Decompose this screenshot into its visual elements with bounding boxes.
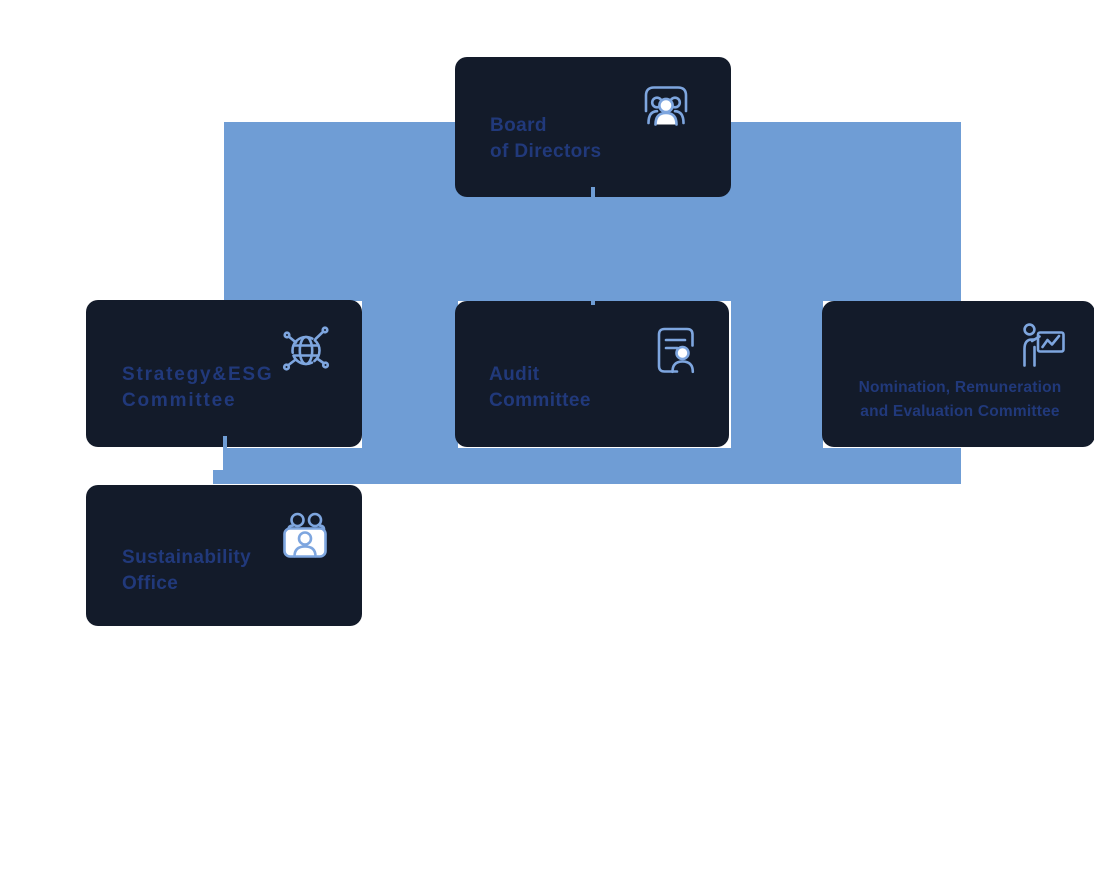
connector-column-right bbox=[731, 300, 823, 449]
card-title-audit: Audit Committee bbox=[489, 362, 591, 414]
id-document-icon bbox=[654, 326, 698, 374]
card-title-sustainability: Sustainability Office bbox=[122, 545, 251, 597]
connector-bottom-bar bbox=[223, 448, 961, 484]
audience-icon bbox=[642, 83, 690, 127]
connector-stub-strategy-bottom bbox=[223, 436, 227, 450]
card-title-line2: and Evaluation Committee bbox=[860, 403, 1060, 420]
card-title-line2: of Directors bbox=[490, 141, 602, 162]
connector-stub-board-bottom bbox=[591, 187, 595, 204]
card-nomination-committee: Nomination, Remuneration and Evaluation … bbox=[822, 301, 1094, 447]
connector-bar-step bbox=[213, 470, 225, 484]
card-title-board: Board of Directors bbox=[490, 113, 601, 165]
card-title-line1: Nomination, Remuneration bbox=[858, 379, 1062, 396]
card-title-line1: Strategy&ESG bbox=[122, 364, 274, 385]
card-title-line1: Audit bbox=[489, 364, 540, 385]
card-title-line1: Board bbox=[490, 115, 547, 136]
connector-column-left bbox=[362, 300, 458, 449]
globe-network-icon bbox=[279, 322, 333, 376]
card-title-nomination: Nomination, Remuneration and Evaluation … bbox=[829, 376, 1091, 424]
card-title-line1: Sustainability bbox=[122, 547, 252, 568]
card-title-line2: Committee bbox=[122, 390, 237, 411]
card-title-line2: Office bbox=[122, 573, 179, 594]
connector-stub-audit-top bbox=[591, 297, 595, 305]
card-board-of-directors: Board of Directors bbox=[455, 55, 731, 197]
presenter-chart-icon bbox=[1018, 322, 1066, 368]
card-sustainability-office: Sustainability Office bbox=[86, 485, 362, 626]
card-title-strategy: Strategy&ESG Committee bbox=[122, 362, 273, 414]
card-title-line2: Committee bbox=[489, 390, 591, 411]
meeting-icon bbox=[277, 510, 333, 562]
card-strategy-esg-committee: Strategy&ESG Committee bbox=[86, 300, 362, 447]
card-audit-committee: Audit Committee bbox=[455, 301, 729, 447]
